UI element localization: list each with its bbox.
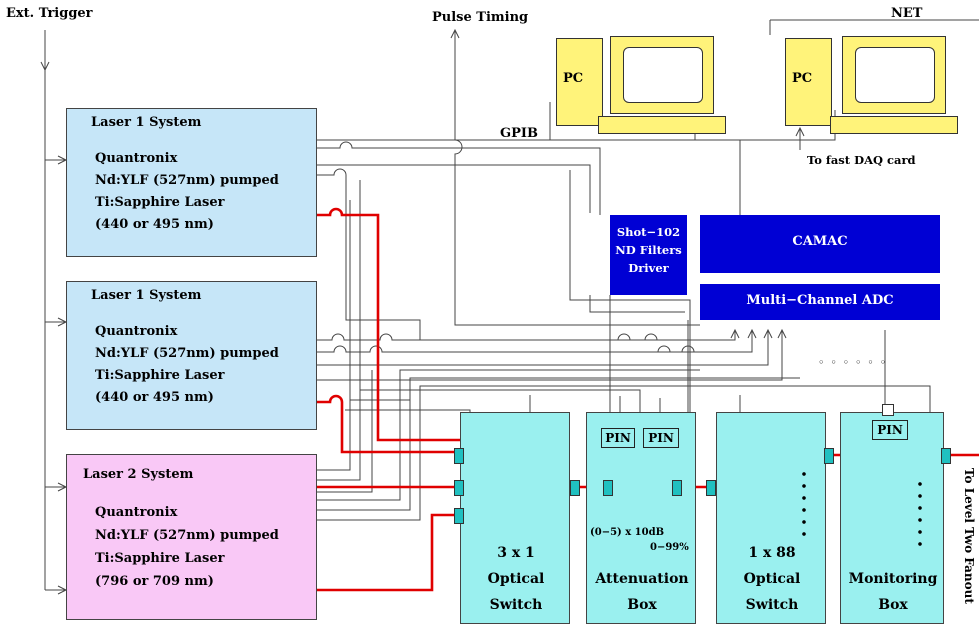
box-label: Attenuation <box>595 571 689 587</box>
laser-line: Quantronix <box>95 505 178 520</box>
box-label: Optical <box>487 571 545 587</box>
connector <box>454 508 464 524</box>
monitor-1-screen <box>623 47 703 103</box>
fiber-laser2b <box>317 513 460 592</box>
box-label: Monitoring <box>848 571 938 587</box>
pin-diode-atten-2: PIN <box>643 428 679 448</box>
adc-label: Multi−Channel ADC <box>746 293 894 308</box>
laser-line: (440 or 495 nm) <box>95 217 214 232</box>
monitor-2 <box>842 36 946 114</box>
shot-driver-line: Shot−102 <box>616 225 681 239</box>
net-label: NET <box>891 6 923 21</box>
pc-label-2: PC <box>792 71 813 86</box>
box-label: 1 x 88 <box>748 545 796 561</box>
camac-crate: CAMAC <box>700 215 940 273</box>
connector <box>603 480 613 496</box>
monitoring-outputs <box>916 478 924 550</box>
laser-line: Quantronix <box>95 151 178 166</box>
laser-2-system: Laser 2 System Quantronix Nd:YLF (527nm)… <box>66 454 317 620</box>
laser-1-system-b: Laser 1 System Quantronix Nd:YLF (527nm)… <box>66 281 317 430</box>
laser-line: (440 or 495 nm) <box>95 390 214 405</box>
laser-line: (796 or 709 nm) <box>95 574 214 589</box>
switch-1x88-box: 1 x 88 Optical Switch <box>716 412 826 624</box>
pin-diode-monitor: PIN <box>872 420 908 440</box>
laser-title: Laser 1 System <box>91 288 202 303</box>
box-label: 3 x 1 <box>497 545 535 561</box>
laser-line: Ti:Sapphire Laser <box>95 551 225 566</box>
pin-monitor-pointer <box>880 440 900 450</box>
connector <box>941 448 951 464</box>
pc-tower-1: PC <box>556 38 603 126</box>
fiber-laser1b <box>317 394 460 454</box>
monitor-2-screen <box>855 47 935 103</box>
box-label: Box <box>878 597 908 613</box>
to-level-two-label: To Level Two Fanout <box>962 468 976 604</box>
shot-driver-line: ND Filters <box>615 243 682 257</box>
laser-title: Laser 2 System <box>83 467 194 482</box>
box-label: Switch <box>489 597 543 613</box>
laser-line: Quantronix <box>95 324 178 339</box>
adc-channel-dots: ◦ ◦ ◦ ◦ ◦ ◦ <box>818 356 888 369</box>
connector <box>454 448 464 464</box>
connector <box>824 448 834 464</box>
connector <box>706 480 716 496</box>
switch-3x1-box: 3 x 1 Optical Switch <box>460 412 570 624</box>
box-label: Box <box>627 597 657 613</box>
laser-line: Nd:YLF (527nm) pumped <box>95 346 279 361</box>
pin-diode-atten-1: PIN <box>601 428 635 448</box>
gpib-label: GPIB <box>500 126 538 141</box>
box-label: Switch <box>745 597 799 613</box>
pin-monitor-connector <box>882 404 894 416</box>
fiber-laser1a <box>317 207 460 442</box>
monitor-1-base <box>598 116 726 134</box>
fast-daq-label: To fast DAQ card <box>807 153 916 167</box>
box-label: Optical <box>743 571 801 587</box>
connector <box>672 480 682 496</box>
multi-channel-adc: Multi−Channel ADC <box>700 284 940 320</box>
laser-line: Nd:YLF (527nm) pumped <box>95 173 279 188</box>
laser-1-system-a: Laser 1 System Quantronix Nd:YLF (527nm)… <box>66 108 317 257</box>
camac-label: CAMAC <box>792 234 848 249</box>
ext-trigger-label: Ext. Trigger <box>6 6 93 21</box>
connector <box>454 480 464 496</box>
shot-driver-line: Driver <box>628 261 669 275</box>
monitor-1 <box>610 36 714 114</box>
pc-tower-2: PC <box>785 38 832 126</box>
laser-line: Nd:YLF (527nm) pumped <box>95 528 279 543</box>
connector <box>570 480 580 496</box>
switch-1x88-outputs <box>800 468 808 540</box>
laser-line: Ti:Sapphire Laser <box>95 195 225 210</box>
laser-title: Laser 1 System <box>91 115 202 130</box>
pc-label-1: PC <box>563 71 584 86</box>
atten-coarse-label: (0−5) x 10dB <box>590 527 665 538</box>
pulse-timing-label: Pulse Timing <box>432 10 529 25</box>
atten-fine-label: 0−99% <box>650 542 689 553</box>
laser-line: Ti:Sapphire Laser <box>95 368 225 383</box>
shot-102-driver: Shot−102 ND Filters Driver <box>610 215 687 295</box>
monitor-2-base <box>830 116 958 134</box>
